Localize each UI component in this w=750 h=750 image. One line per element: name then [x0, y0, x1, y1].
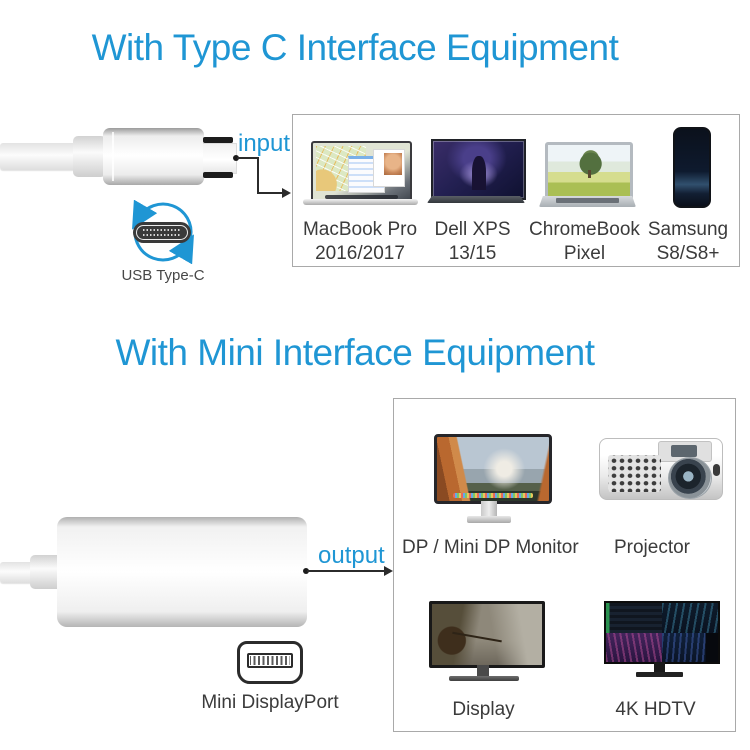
arrow-line — [257, 192, 283, 194]
dell-base — [427, 196, 525, 203]
projector-zoom-housing — [658, 441, 712, 462]
device-label: 4K HDTV — [615, 699, 696, 720]
arrowhead-icon — [282, 188, 291, 198]
strain-relief-graphic — [30, 555, 62, 589]
arrow-dot — [233, 155, 239, 161]
device-label-line1: Dell XPS — [434, 219, 511, 240]
device-label: MacBook Pro 2016/2017 — [295, 218, 425, 266]
type-c-compat-box: MacBook Pro 2016/2017 Dell XPS 13/15 — [292, 114, 740, 267]
dell-screen — [431, 139, 526, 200]
device-label-line1: ChromeBook — [529, 219, 640, 240]
device-label-line2: Pixel — [563, 243, 606, 264]
input-label: input — [238, 130, 291, 157]
arrow-dot — [303, 568, 309, 574]
screen-content — [373, 148, 406, 187]
screen-content — [662, 603, 718, 633]
section-title-mini: With Mini Interface Equipment — [115, 332, 595, 373]
strain-relief-graphic — [73, 136, 106, 177]
projector-zoom-window — [671, 445, 697, 457]
projector-lens — [668, 457, 712, 499]
mini-displayport-label: Mini DisplayPort — [201, 692, 339, 713]
pin-row — [143, 234, 181, 236]
device-label-line2: S8/S8+ — [656, 243, 720, 264]
tv-stand — [654, 662, 665, 673]
device-label: DP / Mini DP Monitor — [402, 537, 579, 558]
screen-content — [324, 194, 399, 200]
monitor-base — [467, 516, 511, 523]
chromebook-screen — [545, 142, 633, 200]
usb-c-port-inner — [136, 225, 188, 240]
usb-c-port-face — [133, 222, 191, 243]
device-label-line2: 13/15 — [448, 243, 497, 264]
arrow-line — [307, 570, 385, 572]
macbook-base — [303, 199, 418, 205]
macbook-screen — [311, 141, 412, 203]
arrow-line — [257, 157, 259, 194]
chromebook-deck — [539, 196, 636, 207]
device-label-line1: Samsung — [647, 219, 729, 240]
screen-content — [451, 631, 502, 643]
samsung-phone — [673, 127, 711, 208]
monitor-screen — [434, 434, 552, 504]
projector-vents — [608, 455, 661, 492]
plug-pin-top — [203, 137, 233, 143]
mini-dp-connector-outline — [237, 641, 303, 684]
screen-content — [588, 169, 592, 179]
pin-row — [143, 229, 181, 231]
tv-base — [636, 672, 683, 677]
cable-graphic — [0, 143, 76, 170]
mini-dp-slot — [247, 653, 293, 668]
plug-body-graphic — [103, 128, 204, 185]
arrowhead-icon — [384, 566, 393, 576]
plug-pin-bottom — [203, 172, 233, 178]
device-label: Projector — [613, 537, 691, 558]
screen-content — [472, 155, 486, 190]
screen-content — [606, 632, 662, 662]
mini-dp-compat-box: DP / Mini DP Monitor Projector Display — [393, 398, 736, 732]
screen-content — [452, 492, 534, 499]
device-label-line2: 2016/2017 — [315, 243, 405, 264]
device-label: Dell XPS 13/15 — [425, 218, 520, 266]
screen-content — [383, 153, 402, 175]
device-label: Display — [452, 699, 515, 720]
monitor-stand — [477, 665, 489, 677]
cable-graphic — [0, 562, 34, 583]
projector-body — [599, 438, 723, 500]
monitor-base — [449, 676, 519, 681]
chromebook-keyboard — [556, 197, 619, 203]
adapter-body-graphic — [57, 517, 307, 627]
tv-screen — [604, 601, 720, 664]
screen-content — [606, 603, 662, 633]
monitor-screen — [429, 601, 545, 668]
device-label-line1: MacBook Pro — [302, 219, 418, 240]
monitor-stand — [481, 501, 497, 517]
plug-tip-graphic — [203, 143, 237, 174]
device-label: ChromeBook Pixel — [527, 218, 642, 266]
output-label: output — [318, 542, 385, 569]
device-label: Samsung S8/S8+ — [631, 218, 745, 266]
screen-content — [662, 632, 718, 662]
usb-type-c-label: USB Type-C — [121, 267, 205, 284]
projector-sensor — [713, 464, 720, 476]
section-title-type-c: With Type C Interface Equipment — [91, 27, 619, 68]
arrow-line — [237, 157, 259, 159]
